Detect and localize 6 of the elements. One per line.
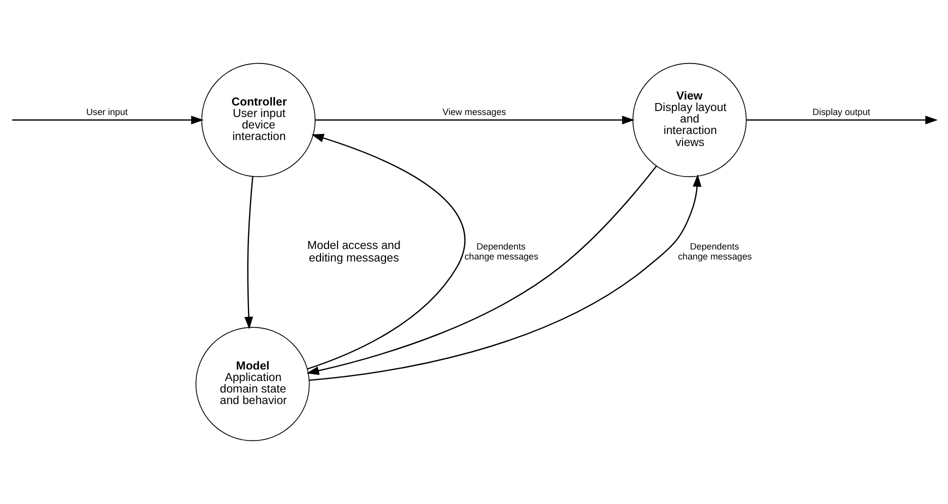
edge-label: View messages	[442, 106, 506, 117]
label: Model access and editing messages	[307, 240, 401, 264]
edge-label: User input	[86, 106, 128, 117]
edge-label: Dependents change messages	[678, 241, 752, 262]
edge-label: Display output	[812, 106, 870, 117]
edge-label: Dependents change messages	[464, 241, 538, 262]
